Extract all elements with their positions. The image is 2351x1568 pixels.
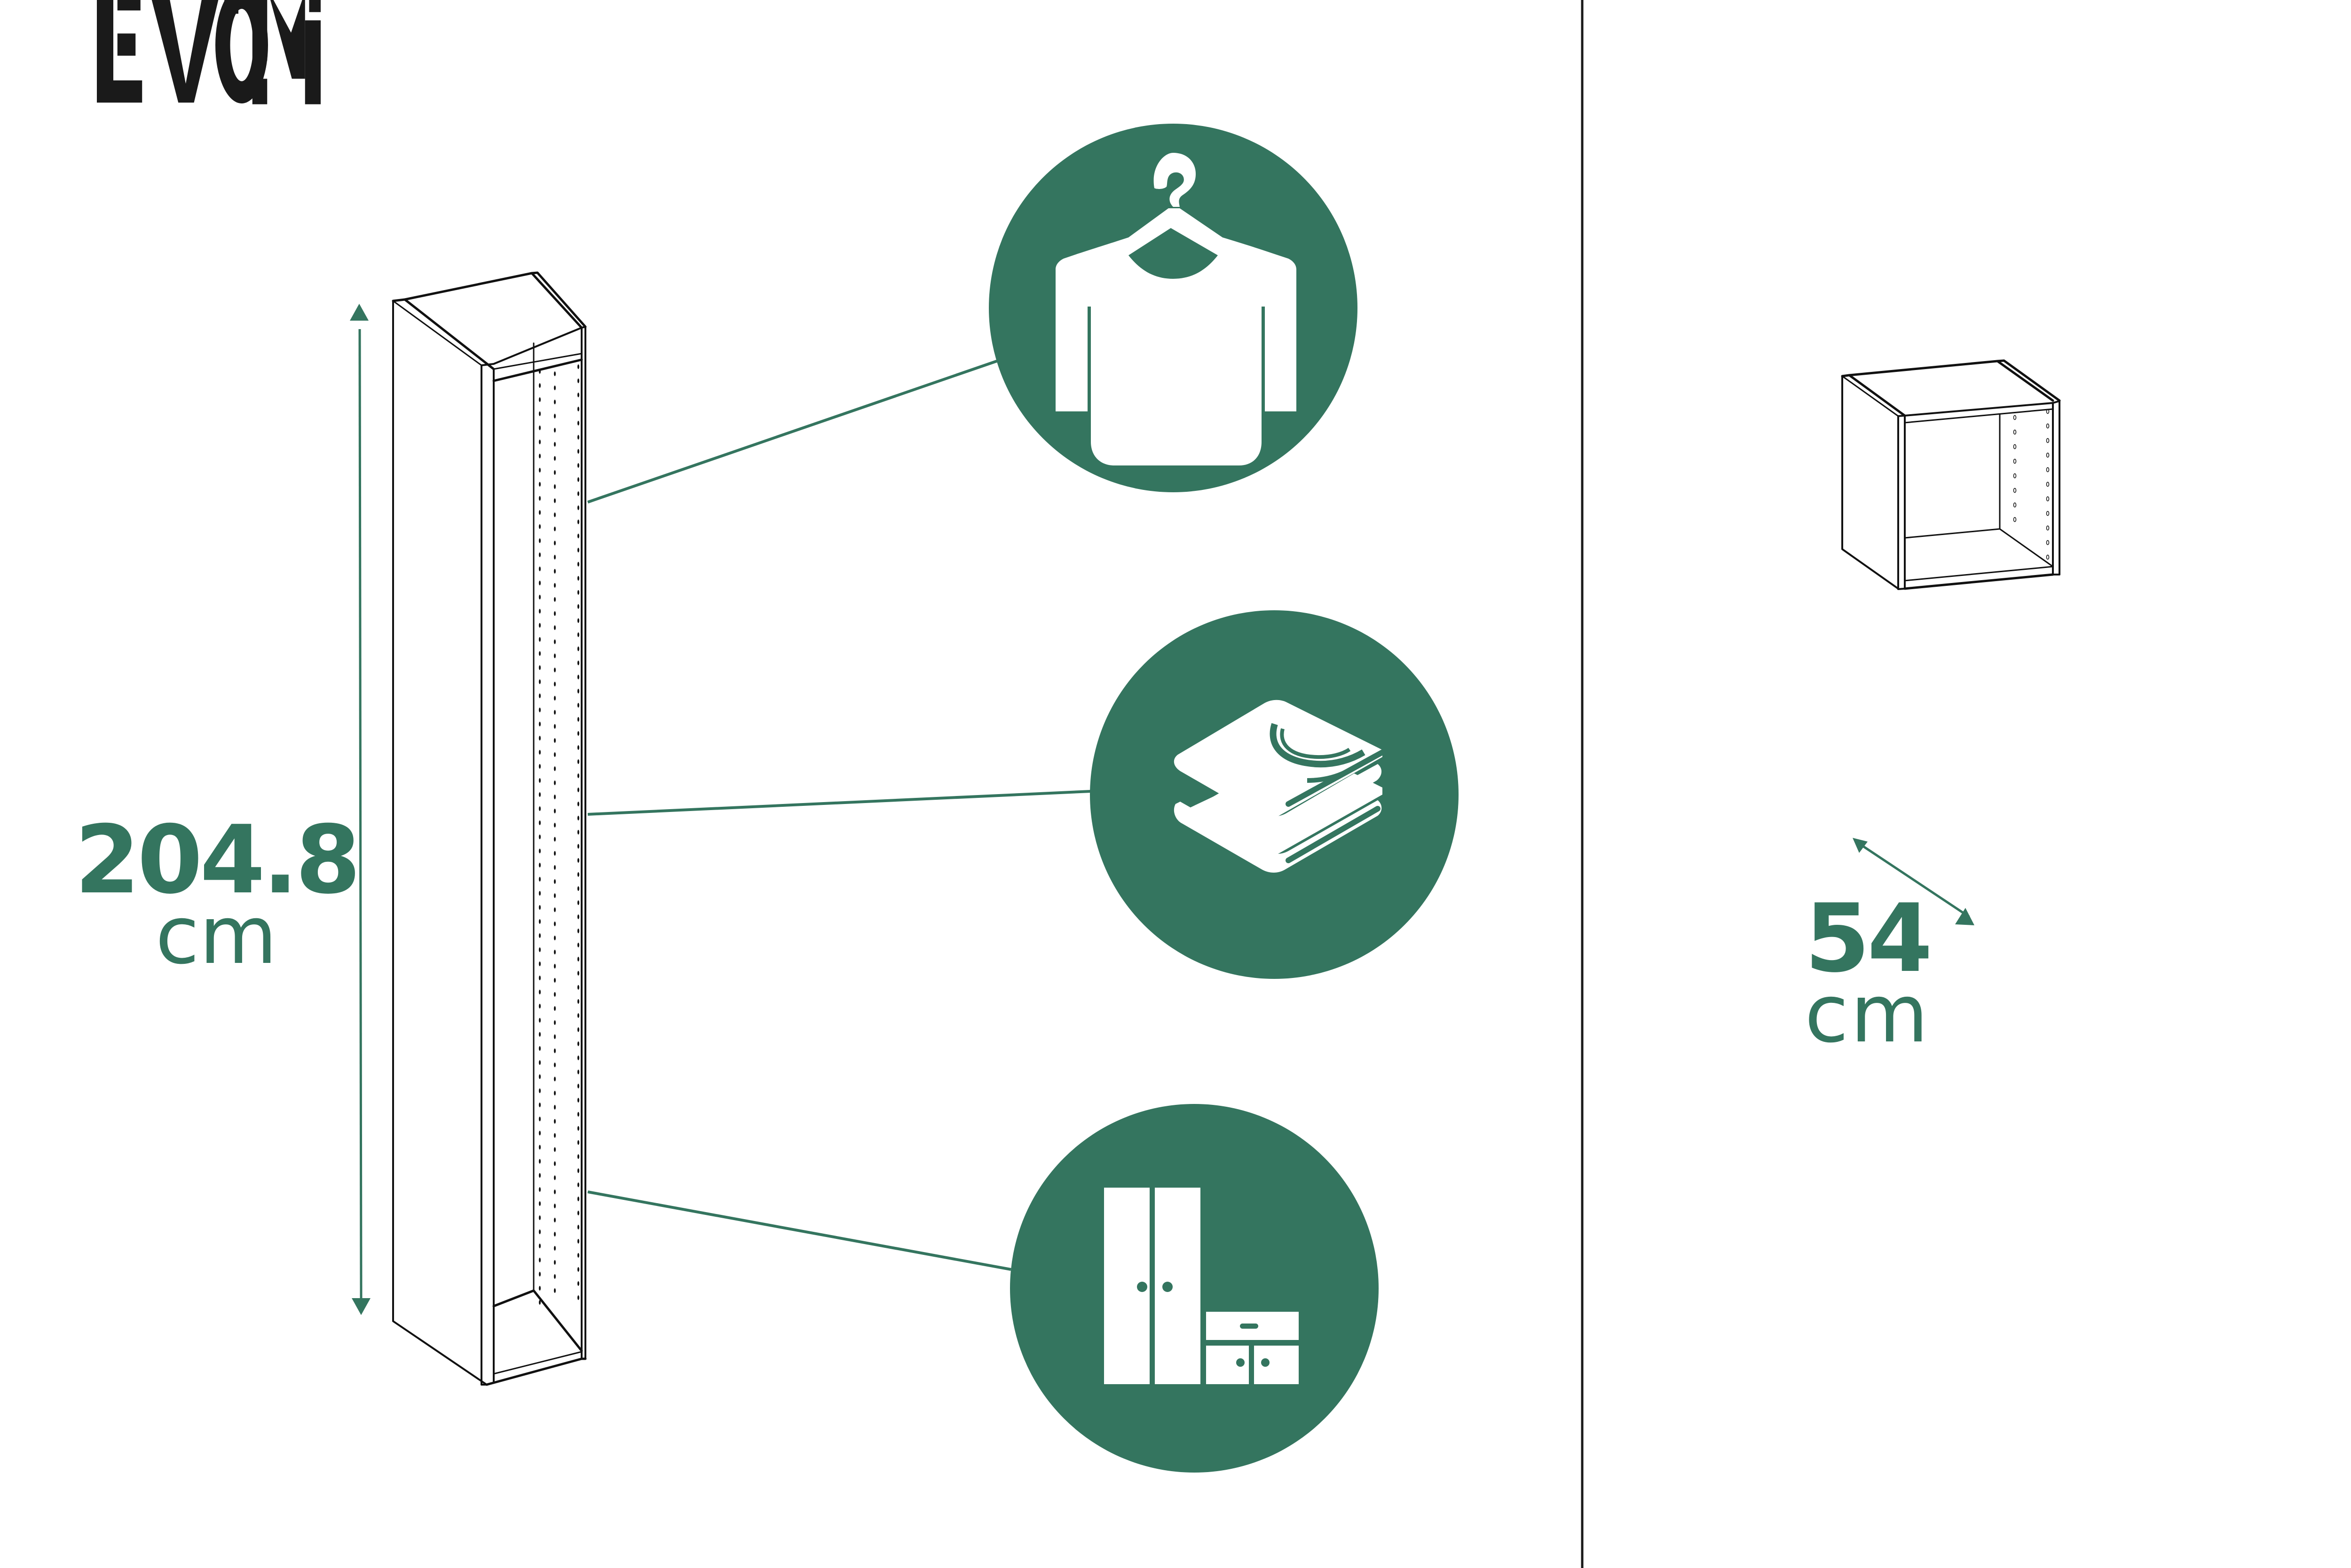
leader-line-hanger (587, 360, 997, 504)
height-dimension-unit: cm (155, 889, 277, 982)
depth-dimension-unit: cm (1805, 968, 1930, 1061)
wardrobe-and-sideboard-icon (1104, 1188, 1299, 1384)
shelf-pin-holes-right (2013, 409, 2050, 560)
use-badge-hanging-clothes (989, 124, 1357, 492)
right-panel: 54 cm (1805, 359, 2061, 1061)
height-dimension-value: 204.8 (75, 805, 358, 915)
shelf-pin-holes (539, 364, 579, 1305)
depth-dimension-arrow (1853, 838, 1974, 925)
use-badge-folded-linen (1090, 610, 1459, 979)
leader-line-wardrobe (587, 1190, 1011, 1271)
height-dimension-arrow (350, 304, 371, 1315)
brand-logo: EVO'M (97, 0, 321, 104)
leader-line-linen (587, 790, 1091, 816)
depth-dimension-value: 54 (1805, 884, 1930, 993)
left-panel: 204.8 cm (75, 124, 1459, 1473)
tall-cabinet-illustration (392, 271, 587, 1386)
use-badge-wardrobe (1010, 1104, 1379, 1473)
low-cabinet-illustration (1841, 359, 2061, 590)
